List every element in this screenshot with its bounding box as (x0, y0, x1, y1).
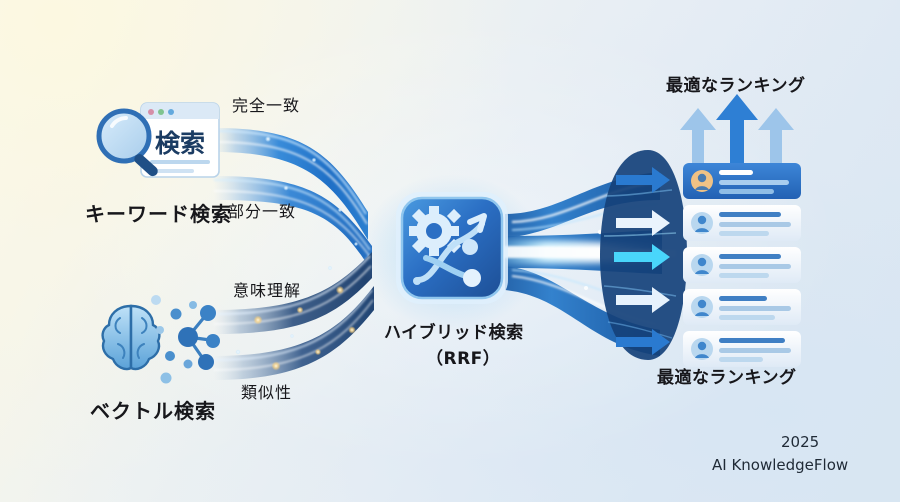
stream-sparkles (235, 136, 359, 371)
result-card[interactable] (683, 205, 801, 241)
result-card[interactable] (683, 163, 801, 199)
result-card[interactable] (683, 289, 801, 325)
result-card[interactable] (683, 247, 801, 283)
hub-label-line1: ハイブリッド検索 (384, 323, 524, 343)
watermark-brand: AI KnowledgeFlow (712, 456, 849, 474)
watermark-year: 2025 (781, 433, 820, 451)
stream-vector-semantic (213, 252, 372, 334)
stream-label-exact-match: 完全一致 (232, 96, 301, 115)
stream-label-similarity: 類似性 (241, 383, 293, 402)
svg-text:検索: 検索 (155, 129, 205, 158)
source-label-keyword: キーワード検索 (85, 202, 232, 226)
hybrid-hub-icon (396, 192, 508, 304)
stream-keyword-exact-match (213, 128, 368, 240)
source-label-vector: ベクトル検索 (90, 399, 216, 423)
result-arrows (614, 167, 670, 355)
magnifier-browser-icon: 検索 (96, 102, 220, 178)
ranking-up-arrows (680, 94, 794, 168)
result-cards (683, 163, 801, 367)
gear-shuffle-icon (409, 206, 487, 287)
brain-network-icon (101, 295, 220, 384)
result-card[interactable] (683, 331, 801, 367)
results-top-label: 最適なランキング (666, 76, 806, 96)
stream-label-semantic: 意味理解 (233, 281, 302, 300)
results-bottom-label: 最適なランキング (657, 368, 797, 388)
results-backdrop-streaks (603, 189, 677, 339)
stream-label-partial-match: 部分一致 (228, 202, 297, 221)
hub-label-line2: （RRF） (426, 349, 501, 369)
stream-keyword-partial-match (213, 176, 372, 272)
